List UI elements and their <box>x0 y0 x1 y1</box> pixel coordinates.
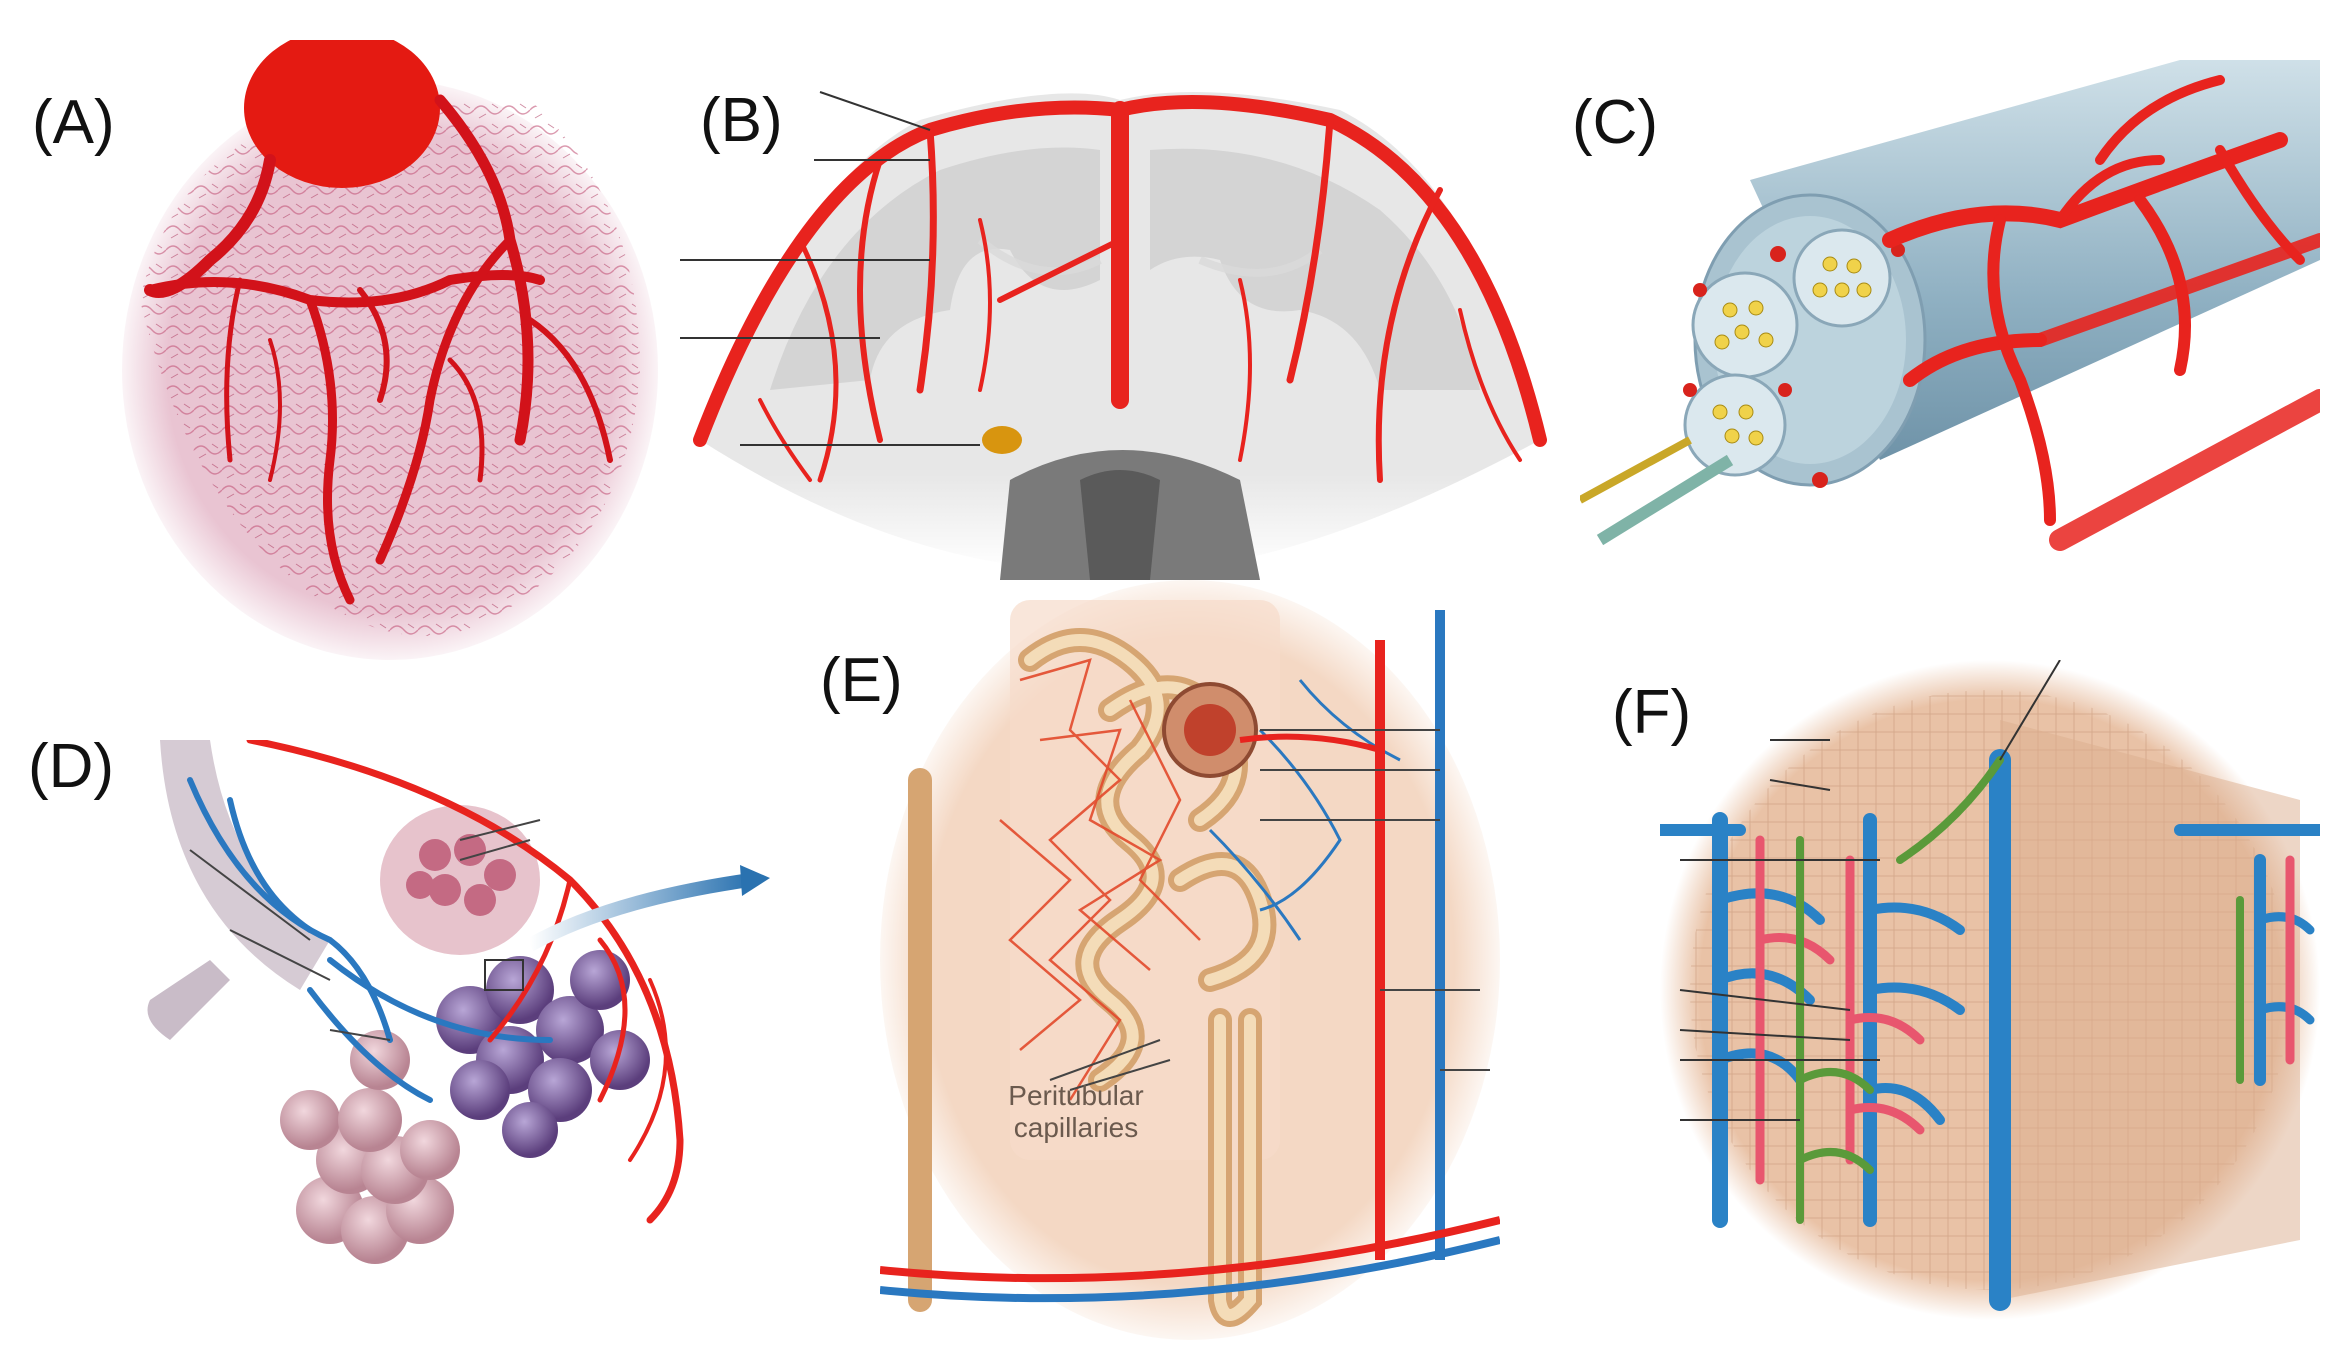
panel-label-a: (A) <box>32 88 115 157</box>
panel-label-b: (B) <box>700 86 783 155</box>
kidney-caption: Peritubular capillaries <box>976 1080 1176 1144</box>
heart-illustration <box>110 40 670 660</box>
kidney-illustration: Peritubular capillaries <box>880 580 1500 1340</box>
nerve-illustration <box>1580 40 2320 560</box>
panel-label-d: (D) <box>28 732 115 801</box>
liver-illustration <box>1660 660 2320 1320</box>
panel-label-c: (C) <box>1572 88 1659 157</box>
brain-illustration <box>680 60 1560 580</box>
kidney-caption-line2: capillaries <box>1013 1112 1139 1144</box>
kidney-caption-line1: Peritubular <box>1008 1080 1144 1111</box>
lung-illustration <box>130 740 790 1300</box>
panel-label-e: (E) <box>820 646 903 715</box>
panel-label-f: (F) <box>1612 678 1692 747</box>
